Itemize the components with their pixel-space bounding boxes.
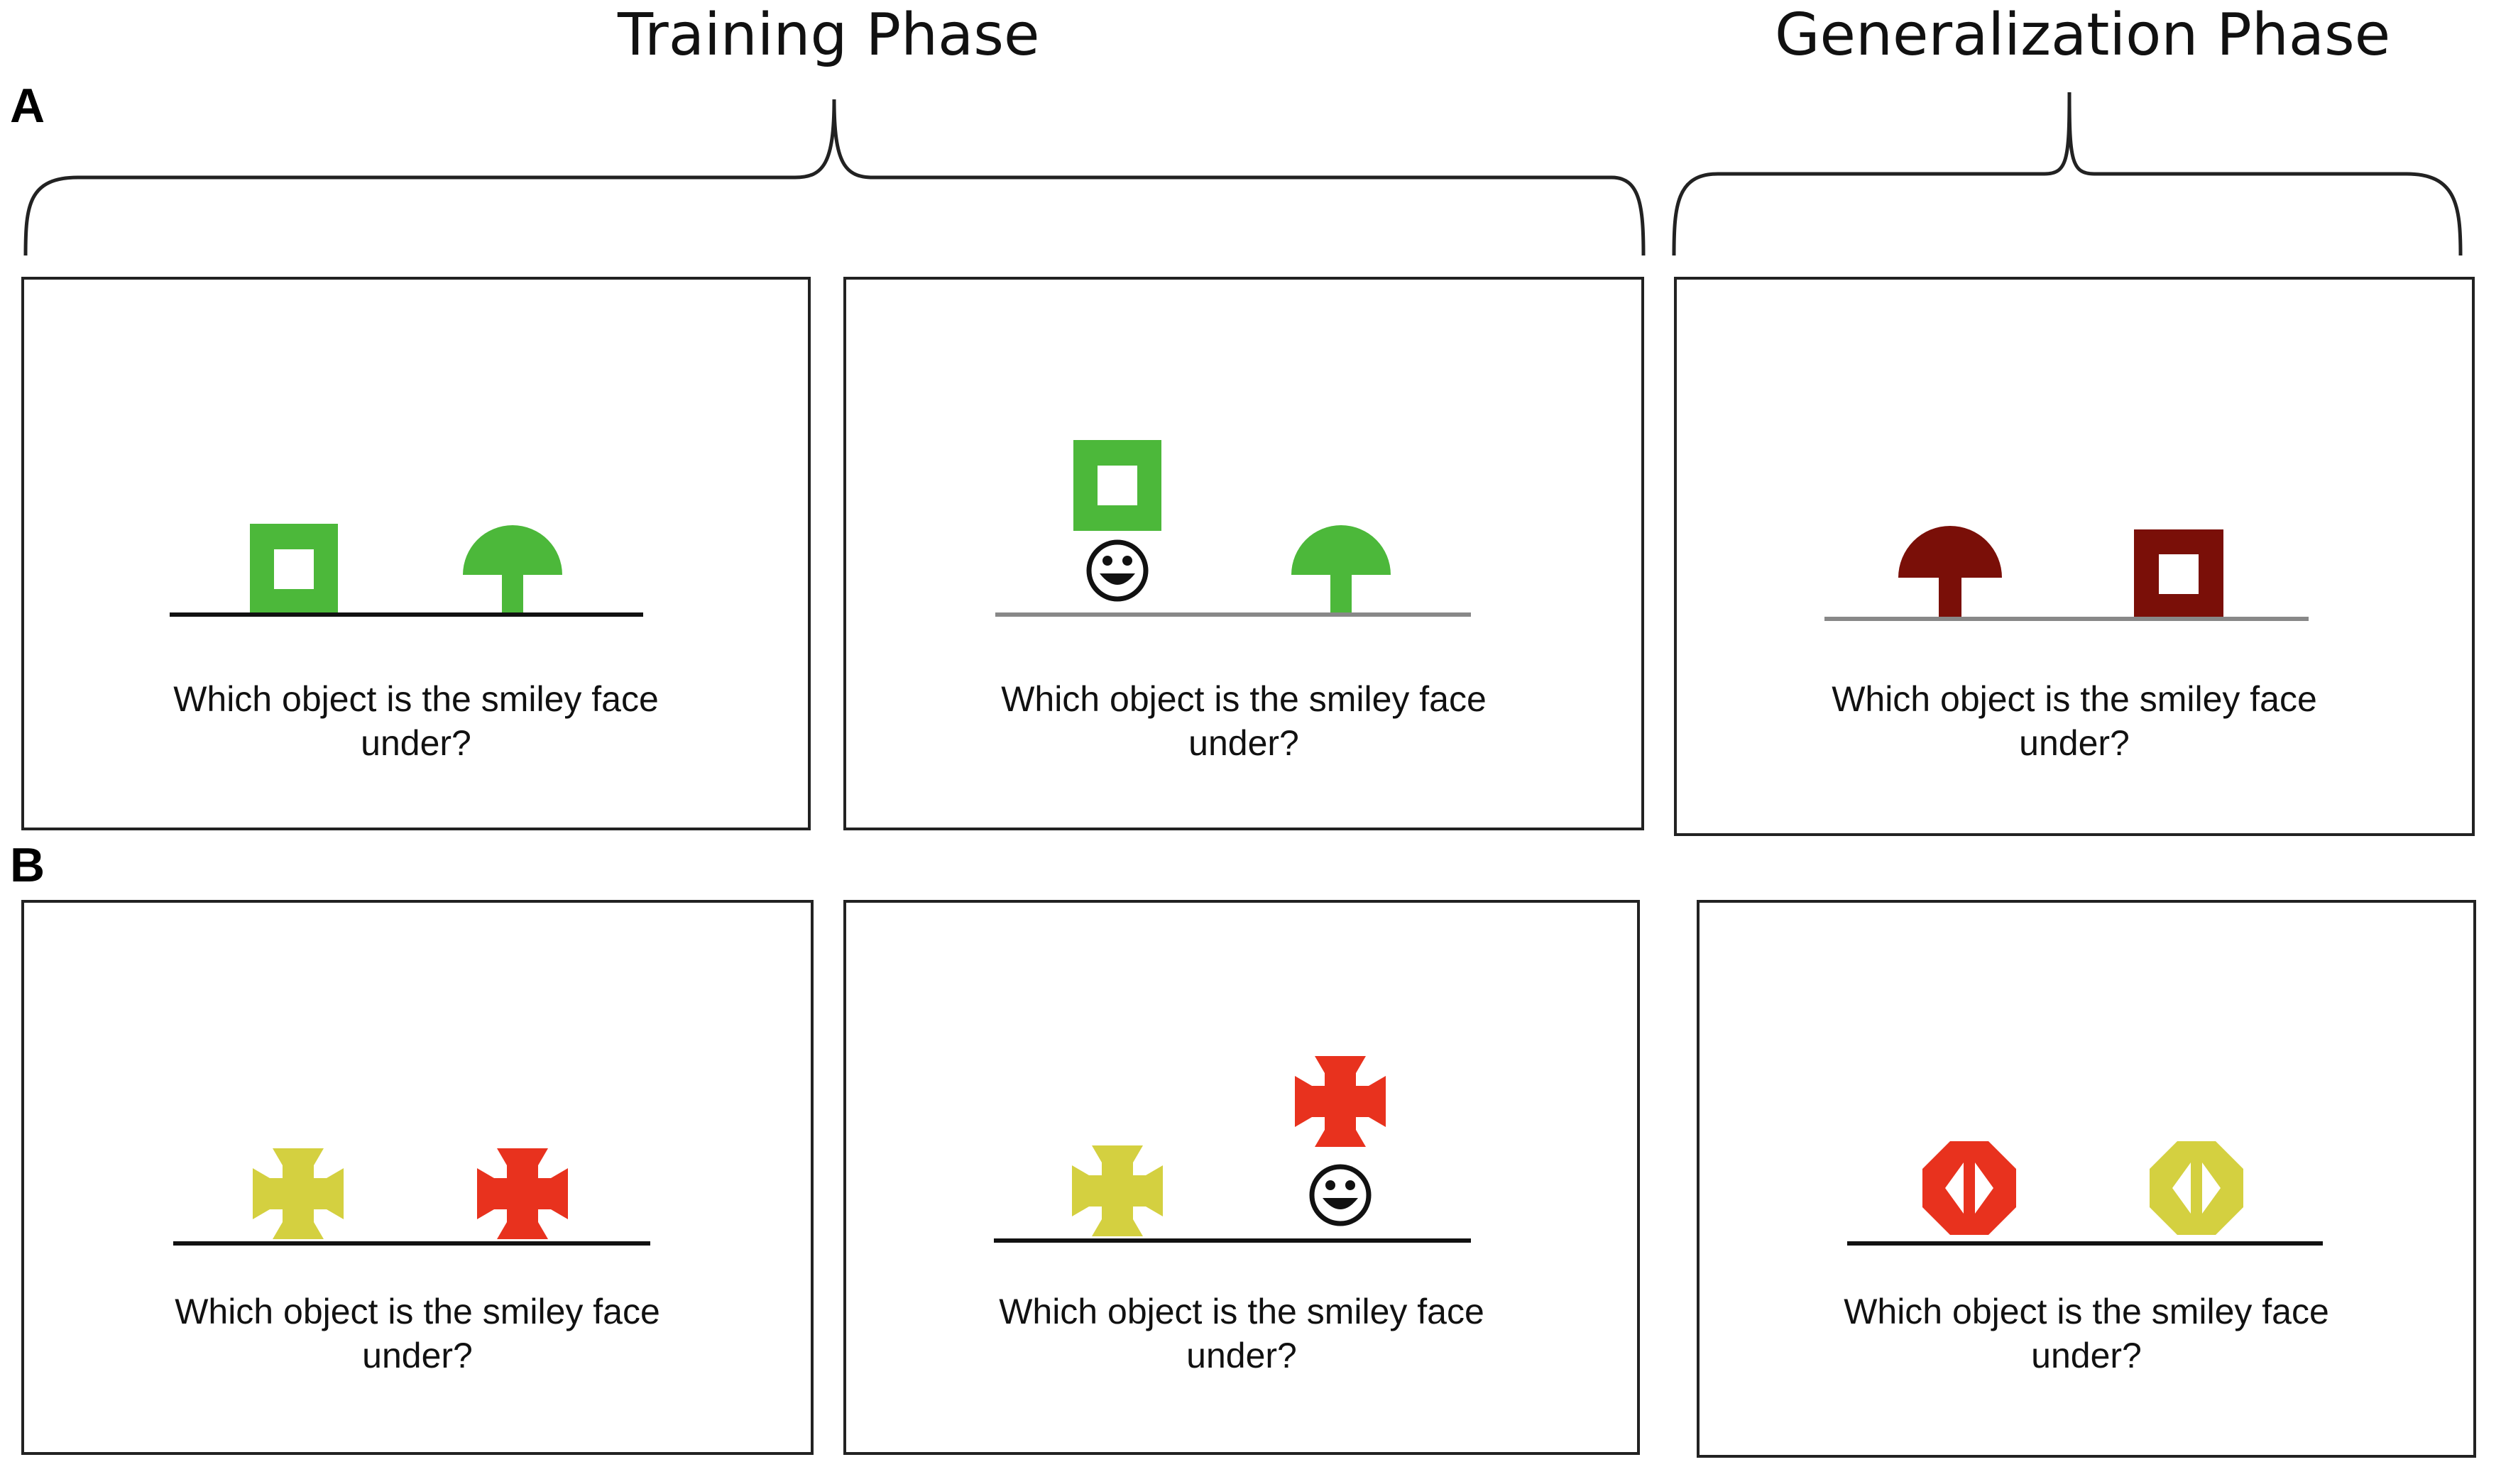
cross-arrows-shape bbox=[253, 1148, 344, 1239]
question-text: Which object is the smiley face under? bbox=[175, 1292, 660, 1375]
row-label-a: A bbox=[10, 79, 45, 133]
training-brace bbox=[23, 99, 1646, 256]
panel-b-training-2: Which object is the smiley face under? bbox=[843, 900, 1640, 1455]
panel-a-generalization: Which object is the smiley face under? bbox=[1674, 277, 2475, 836]
training-phase-title: Training Phase bbox=[618, 1, 1040, 69]
square-ring-shape bbox=[1073, 440, 1161, 531]
row-label-b: B bbox=[10, 838, 45, 892]
question-text: Which object is the smiley face under? bbox=[1001, 679, 1487, 763]
panel-b1-scene bbox=[173, 1148, 650, 1246]
smiley-face-icon bbox=[1309, 1164, 1372, 1226]
smiley-face-icon bbox=[1086, 539, 1149, 602]
cross-arrows-shape bbox=[1295, 1056, 1386, 1147]
question-text: Which object is the smiley face under? bbox=[999, 1292, 1484, 1375]
panel-b2-scene bbox=[994, 1056, 1471, 1243]
question-text: Which object is the smiley face under? bbox=[1844, 1292, 2329, 1375]
generalization-phase-title: Generalization Phase bbox=[1775, 1, 2391, 69]
panel-b-generalization: Which object is the smiley face under? bbox=[1697, 900, 2476, 1458]
question-text: Which object is the smiley face under? bbox=[173, 679, 659, 763]
panel-b3-scene bbox=[1847, 1141, 2323, 1246]
mushroom-shape bbox=[1291, 525, 1391, 615]
panel-a-training-1: Which object is the smiley face under? bbox=[21, 277, 811, 830]
cross-arrows-shape bbox=[477, 1148, 568, 1239]
panel-a1-scene bbox=[170, 524, 643, 617]
octagon-arrows-shape bbox=[1922, 1141, 2016, 1235]
phase-braces bbox=[23, 92, 2463, 256]
generalization-brace bbox=[1672, 92, 2463, 256]
mushroom-shape bbox=[1898, 526, 2002, 619]
panel-a3-scene bbox=[1824, 526, 2309, 621]
square-ring-shape bbox=[250, 524, 338, 615]
panel-a-training-2: Which object is the smiley face under? bbox=[843, 277, 1644, 830]
octagon-arrows-shape bbox=[2150, 1141, 2243, 1235]
panel-a2-scene bbox=[995, 440, 1471, 617]
mushroom-shape bbox=[463, 525, 562, 615]
square-ring-shape bbox=[2134, 529, 2223, 619]
panel-b-training-1: Which object is the smiley face under? bbox=[21, 900, 814, 1455]
question-text: Which object is the smiley face under? bbox=[1832, 679, 2317, 763]
cross-arrows-shape bbox=[1072, 1145, 1163, 1236]
